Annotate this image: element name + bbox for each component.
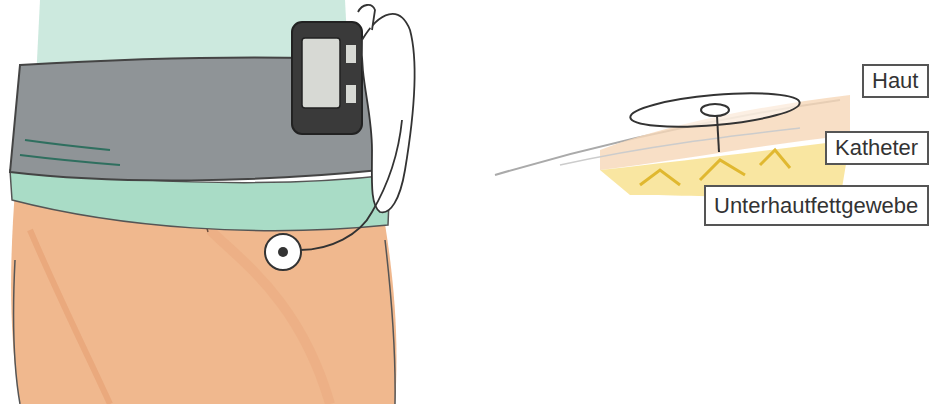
thumb (358, 5, 375, 30)
cannula (717, 116, 719, 152)
outline (385, 240, 395, 404)
hand (362, 14, 415, 212)
pump-button (346, 85, 356, 103)
shading (30, 230, 110, 404)
shading (210, 230, 330, 404)
catheter-hub (701, 104, 729, 116)
belt-stripe (20, 140, 120, 165)
infusion-site-center (278, 247, 288, 257)
pump-button (346, 45, 356, 63)
infusion-tube (300, 120, 402, 250)
skin-line (560, 128, 800, 165)
label-text: Katheter (827, 133, 927, 163)
catheter-patch (629, 88, 801, 133)
fat-cells (640, 150, 790, 185)
label-text: Unterhautfettgewebe (706, 191, 927, 221)
infusion-site (265, 234, 301, 270)
outline (14, 260, 20, 404)
label-text: Haut (864, 66, 927, 96)
label-box: Unterhautfettgewebe (704, 185, 929, 226)
pump-display (302, 38, 340, 108)
label-box: Katheter (825, 131, 929, 165)
pump-body (292, 22, 362, 134)
label-box: Haut (862, 64, 929, 98)
